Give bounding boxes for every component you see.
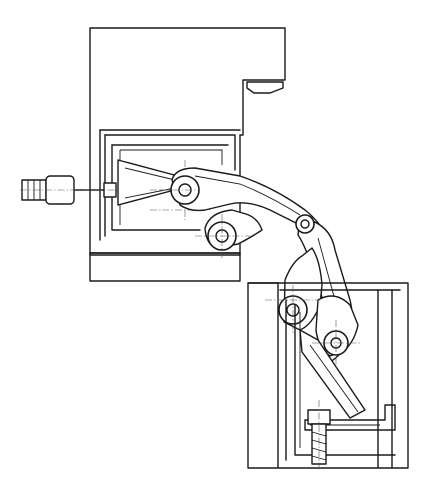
mounting-screw — [20, 175, 135, 205]
cabinet-side-panel — [89, 252, 241, 282]
pivot-center — [195, 214, 250, 258]
door-screw — [307, 400, 331, 470]
pivot-lower-right — [312, 320, 362, 370]
hinge-linkage — [171, 167, 366, 419]
pivot-upper-right — [295, 214, 315, 234]
door-panel — [247, 282, 409, 469]
